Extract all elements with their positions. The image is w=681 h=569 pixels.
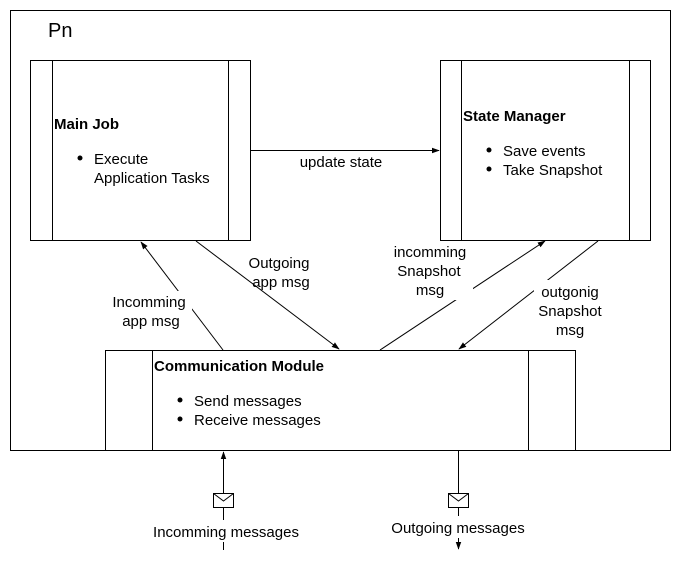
- incomming-snapshot-msg-label-1: incomming: [394, 244, 467, 261]
- communication-module-bullet-1: Send messages: [194, 393, 302, 410]
- outgoing-app-msg-label-2: app msg: [252, 274, 310, 291]
- outgonig-snapshot-msg-arrow: [458, 240, 599, 350]
- bullet-dot: [486, 166, 492, 172]
- outgoing-app-msg-arrow: [195, 240, 340, 350]
- main-job-title: Main Job: [54, 116, 119, 133]
- label-background: [384, 516, 532, 538]
- label-background: [146, 520, 306, 542]
- incomming-app-msg-label-2: app msg: [122, 313, 180, 330]
- container-label: Pn: [48, 20, 72, 42]
- outgoing-messages-label: Outgoing messages: [391, 520, 524, 537]
- incomming-messages-label: Incomming messages: [153, 524, 299, 541]
- label-background: [106, 291, 192, 331]
- envelope-icon: [213, 493, 234, 508]
- state-manager-bullet-2: Take Snapshot: [503, 162, 603, 179]
- communication-module-bullet-2: Receive messages: [194, 412, 321, 429]
- communication-module-title: Communication Module: [154, 358, 324, 375]
- bullet-dot: [177, 416, 183, 422]
- envelope-icon: [448, 493, 469, 508]
- bullet-dot: [486, 147, 492, 153]
- state-manager-box: State Manager Save events Take Snapshot: [440, 60, 651, 241]
- state-manager-bullet-1: Save events: [503, 143, 586, 160]
- update-state-label: update state: [300, 154, 383, 171]
- incomming-app-msg-label-1: Incomming: [112, 294, 185, 311]
- bullet-dot: [77, 155, 83, 161]
- outgonig-snapshot-msg-label-2: Snapshot: [538, 303, 602, 320]
- state-manager-title: State Manager: [463, 108, 566, 125]
- label-background: [389, 242, 473, 300]
- bullet-dot: [177, 397, 183, 403]
- outgoing-app-msg-label-1: Outgoing: [249, 255, 310, 272]
- main-job-bullet-1-cont: Application Tasks: [94, 170, 210, 187]
- incomming-snapshot-msg-label-2: Snapshot: [397, 263, 461, 280]
- outgonig-snapshot-msg-label-3: msg: [556, 322, 584, 339]
- communication-module-box: Communication Module Send messages Recei…: [105, 350, 576, 451]
- main-job-box: Main Job Execute Application Tasks: [30, 60, 251, 241]
- main-job-bullet-1: Execute: [94, 151, 148, 168]
- outgonig-snapshot-msg-label-1: outgonig: [541, 284, 599, 301]
- label-background: [534, 280, 608, 338]
- incomming-snapshot-msg-label-3: msg: [416, 282, 444, 299]
